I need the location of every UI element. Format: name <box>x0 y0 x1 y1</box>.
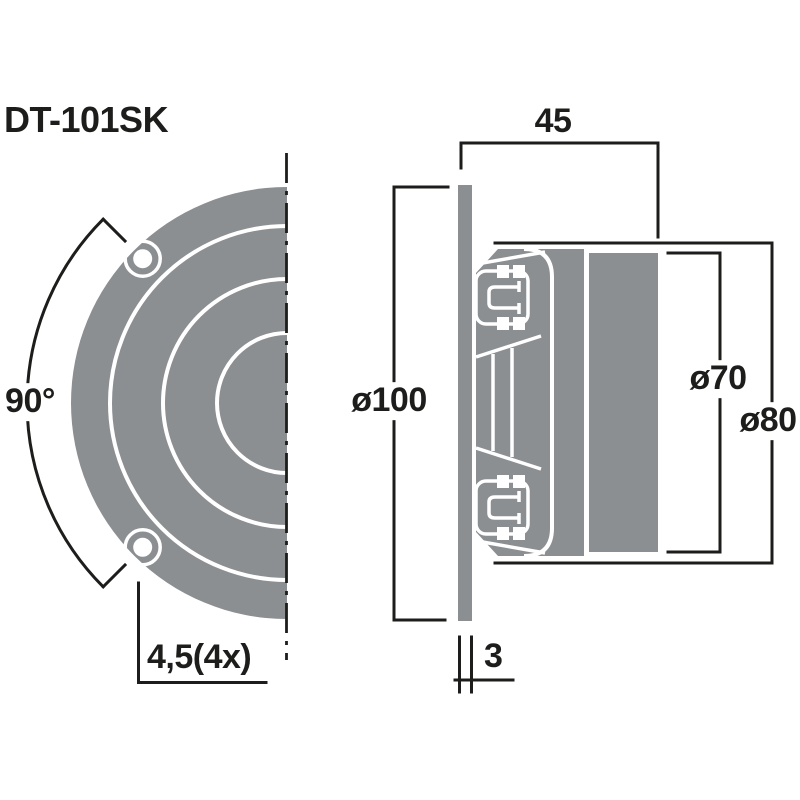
mount-hole-top <box>133 249 153 269</box>
mounting-hole-dimension-label: 4,5(4x) <box>147 638 252 676</box>
hole-size-leader <box>137 581 268 684</box>
flange-ring <box>108 224 288 582</box>
surround-ring <box>161 277 288 529</box>
dim-thickness-3 <box>453 635 515 694</box>
rear-diameter-label: ø80 <box>736 402 800 440</box>
faceplate-half-disc <box>71 187 287 619</box>
drawing-title: DT-101SK <box>4 99 169 140</box>
seam-top <box>476 250 546 266</box>
seam-bottom <box>476 539 546 555</box>
depth-dimension-label: 45 <box>534 102 572 140</box>
angle-dimension-label: 90° <box>2 383 58 421</box>
thickness-dimension-label: 3 <box>484 637 503 675</box>
dim-depth-45 <box>459 141 660 239</box>
funnel-top <box>475 334 542 359</box>
magnet-block <box>589 253 658 552</box>
front-view <box>25 153 288 684</box>
dome-ring <box>215 331 288 475</box>
housing-detail-lines <box>475 247 554 558</box>
faceplate-section <box>458 185 472 621</box>
magnet-diameter-label: ø70 <box>686 360 750 398</box>
mount-boss-top-outline <box>123 239 162 278</box>
faceplate-diameter-label: ø100 <box>348 382 430 420</box>
funnel-bottom <box>475 446 542 471</box>
side-view <box>392 141 774 694</box>
dim-diameter-70 <box>666 251 722 554</box>
mount-hole-bottom <box>133 537 153 557</box>
terminal-top <box>474 265 530 330</box>
mount-boss-bottom-outline <box>123 528 162 567</box>
terminal-bottom <box>474 475 530 540</box>
